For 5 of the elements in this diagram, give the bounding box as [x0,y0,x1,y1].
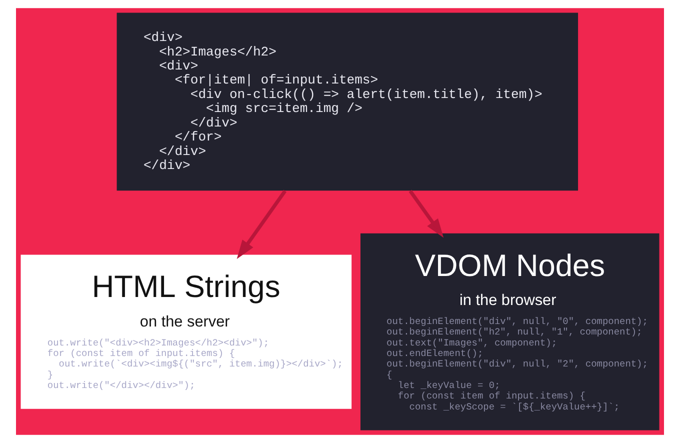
arrow [236,190,287,260]
node-box: <div> <h2>Images</h2> <div> <for|item| of=input.items> <div on-click(() => alert(item.title), item)> <img src=item.img /> </div> </for> </div> </div> [116,12,578,191]
node-box: VDOM Nodes in the browser out.beginElement("div", null, "0", component); out.beginElement("h2", null, "1", component); out.text("Images", component); out.endElement(); out.beginElement("div", null, "2", component); { let _keyValue = 0; for (const item of input.items) { const _keyScope = `[${_keyValue++}]`; [360,233,660,430]
node-box: HTML Strings on the server out.write("<div><h2>Images</h2><div>"); for (const item of input.items) { out.write(`<div><img${("src", item.img)}></div>`); } out.write("</div></div>"); [20,254,352,409]
arrow [408,190,444,238]
